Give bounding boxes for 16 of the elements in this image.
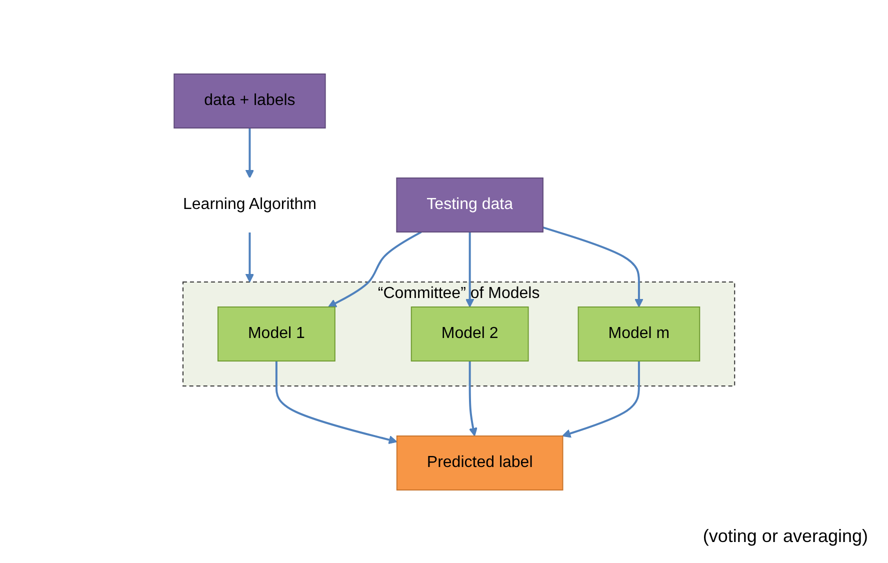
arrow	[468, 360, 478, 436]
node-box: Testing data	[396, 177, 544, 232]
node-box: Model 2	[411, 306, 529, 361]
arrow	[562, 360, 640, 438]
node-box: Model 1	[218, 306, 336, 361]
node-text: Learning Algorithm	[183, 195, 317, 212]
arrow	[466, 232, 474, 307]
node-box: Predicted label	[396, 434, 564, 490]
note-text: (voting or averaging)	[702, 526, 868, 547]
node-box: data + labels	[174, 73, 326, 128]
arrow	[542, 226, 644, 307]
arrow	[328, 230, 422, 307]
arrow	[245, 232, 254, 282]
node-box: Model m	[578, 306, 700, 361]
arrow	[276, 360, 398, 444]
arrow	[245, 128, 254, 178]
